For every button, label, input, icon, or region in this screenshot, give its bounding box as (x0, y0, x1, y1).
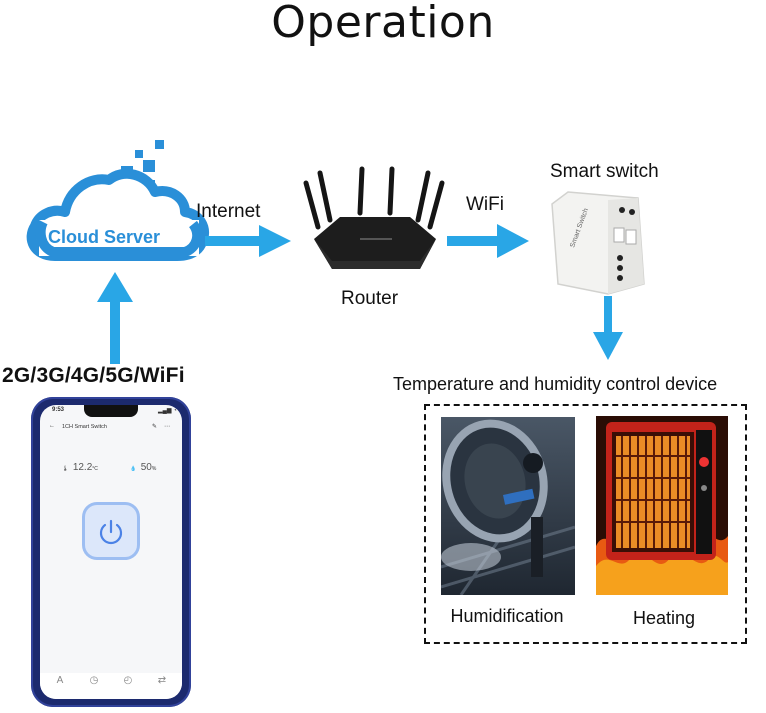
tab-cycle-icon[interactable]: ⇄ (157, 675, 167, 686)
temperature-readout: 🌡 12.2°C (62, 457, 98, 475)
control-devices-heading: Temperature and humidity control device (393, 374, 718, 394)
humidifier-fan-image (441, 417, 575, 595)
more-icon[interactable]: ⋯ (164, 424, 170, 430)
bottom-tab-bar: A ◷ ◴ ⇄ (40, 673, 182, 699)
temperature-unit: °C (92, 466, 98, 472)
temperature-value: 12.2 (72, 462, 93, 473)
internet-label: Internet (196, 201, 261, 222)
wifi-arrow (447, 224, 529, 258)
thermometer-icon: 🌡 (62, 466, 69, 472)
control-devices-box (424, 404, 747, 644)
tab-schedule-icon[interactable]: ◴ (123, 675, 133, 686)
heater-image (596, 416, 728, 595)
phone-screen: 9:53 ▂▄▆ ◔ ← 1CH Smart Switch ✎ ⋯ 🌡 12.2… (40, 405, 182, 699)
edit-icon[interactable]: ✎ (152, 424, 158, 430)
power-button[interactable] (85, 505, 137, 557)
droplet-icon: 💧 (130, 466, 137, 472)
heating-label: Heating (632, 608, 696, 628)
page-title: Operation (271, 0, 495, 48)
power-icon (99, 519, 123, 545)
tab-timer-icon[interactable]: ◷ (89, 675, 99, 686)
humidity-unit: % (151, 466, 157, 472)
cloud-server-label: Cloud Server (47, 227, 161, 247)
router-icon (303, 166, 445, 269)
status-icons: ▂▄▆ ◔ (158, 408, 177, 414)
wifi-label: WiFi (466, 194, 504, 215)
app-title: 1CH Smart Switch (62, 424, 107, 430)
tab-auto-icon[interactable]: A (56, 675, 64, 686)
smart-switch-icon: Smart Switch (551, 191, 645, 295)
smartphone: 9:53 ▂▄▆ ◔ ← 1CH Smart Switch ✎ ⋯ 🌡 12.2… (31, 397, 191, 707)
cloud-server-node: Cloud Server (25, 138, 209, 268)
cloud-icon (26, 140, 209, 261)
status-time: 9:53 (52, 407, 65, 413)
humidification-label: Humidification (450, 606, 564, 626)
switch-down-arrow (593, 296, 623, 360)
humidity-readout: 💧 50% (130, 457, 156, 475)
phone-up-arrow (97, 272, 133, 364)
humidity-value: 50 (140, 462, 152, 473)
smart-switch-label: Smart switch (550, 161, 659, 182)
back-arrow-icon[interactable]: ← (49, 423, 55, 429)
internet-arrow (205, 225, 291, 257)
network-label: 2G/3G/4G/5G/WiFi (2, 364, 185, 387)
phone-notch (84, 405, 138, 417)
router-label: Router (341, 288, 399, 309)
